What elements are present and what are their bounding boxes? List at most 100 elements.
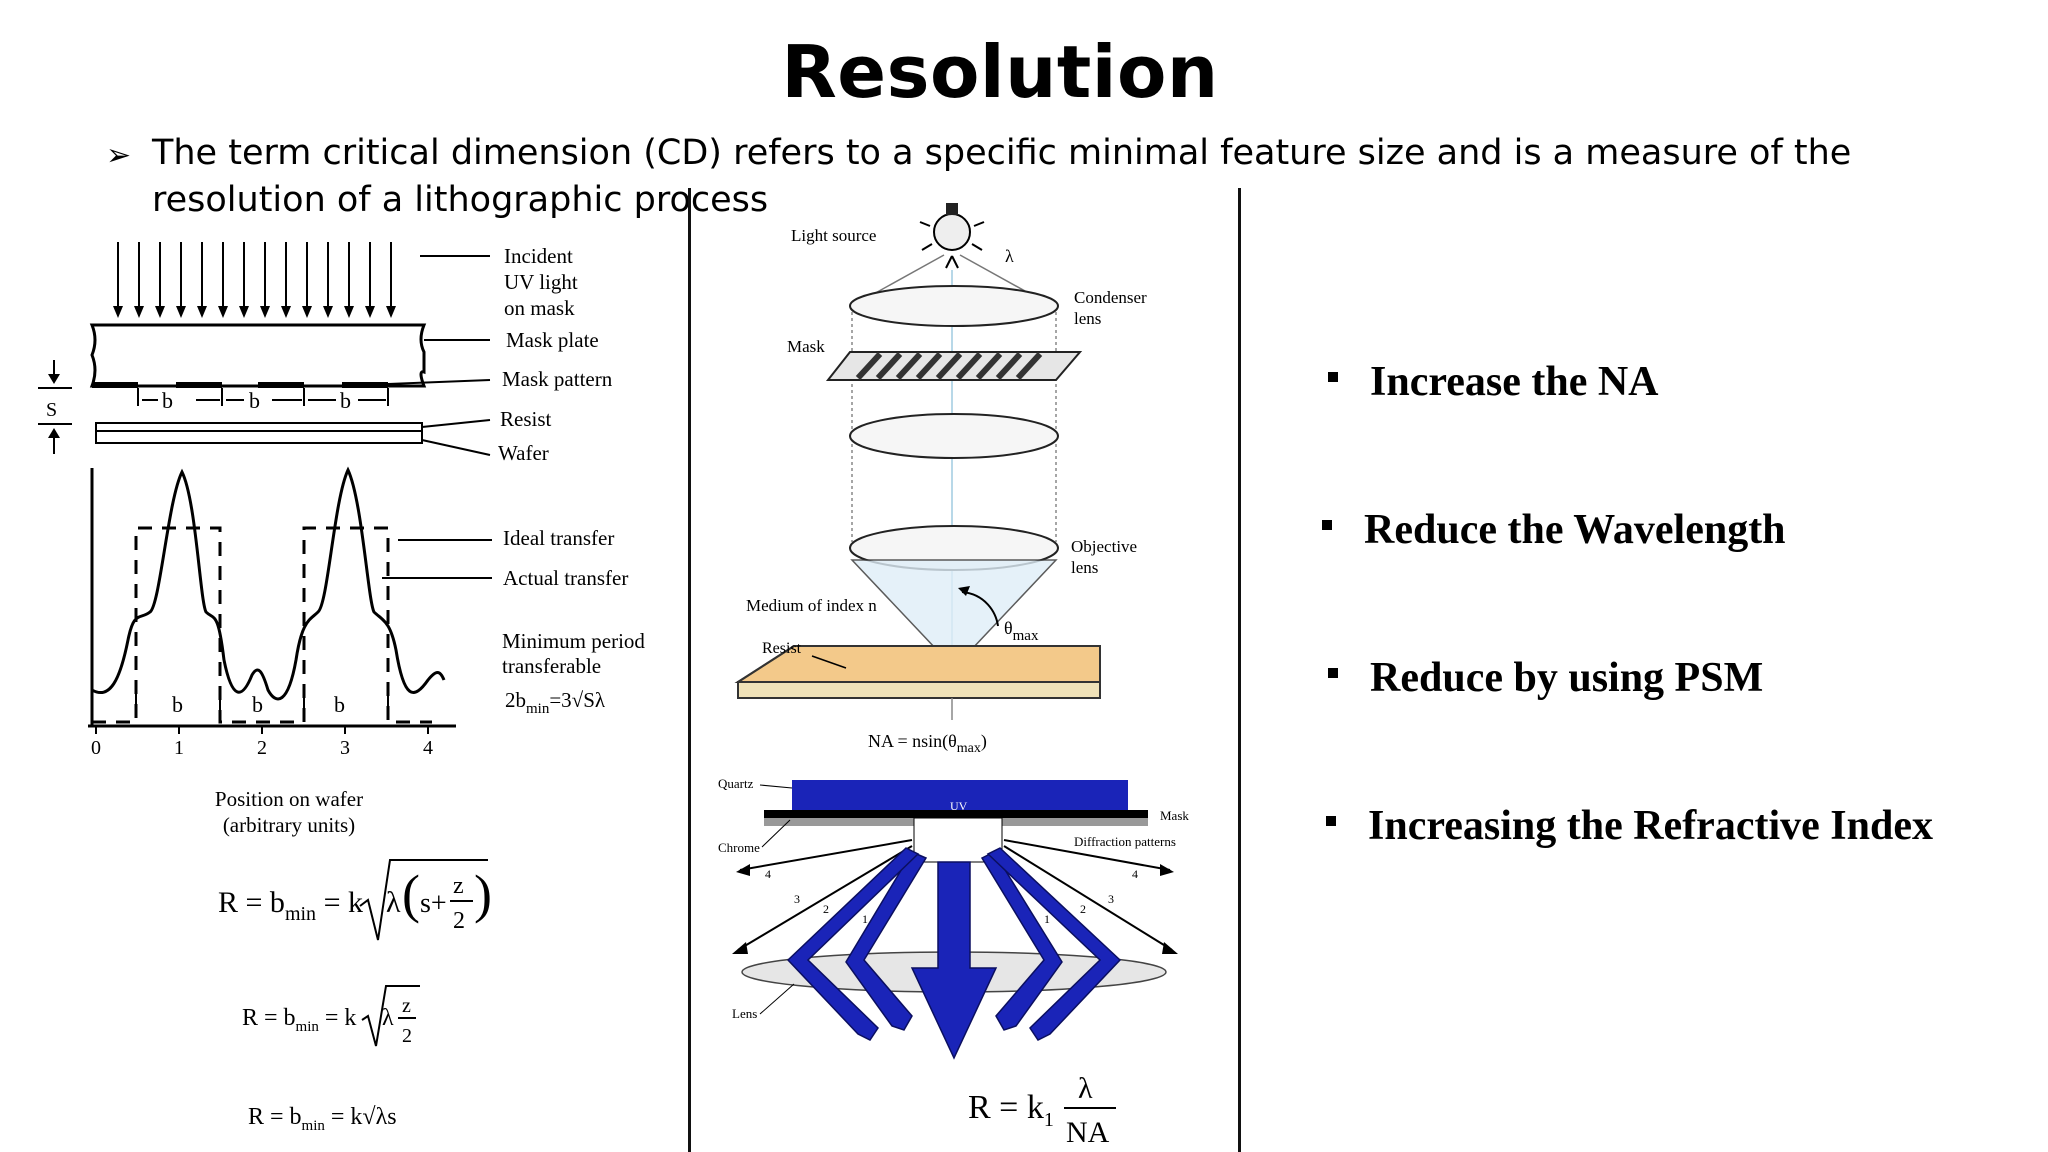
ideal-transfer-label: Ideal transfer	[503, 526, 614, 550]
diffraction-label: Diffraction patterns	[1074, 834, 1176, 849]
mask-label-psm: Mask	[1160, 808, 1189, 823]
condenser-lens	[849, 285, 1059, 327]
resist-slab	[737, 681, 1101, 699]
svg-text:λ: λ	[382, 1005, 394, 1031]
arrowhead	[134, 306, 144, 318]
arrowhead	[281, 306, 291, 318]
quartz-plate	[792, 780, 1128, 810]
b-label: b	[334, 692, 345, 717]
resolution-formula-1: R = bmin = k λ ( s+ z 2 )	[218, 859, 492, 941]
arrowhead	[386, 306, 396, 318]
svg-text:λ: λ	[386, 886, 401, 919]
divider-right	[1238, 188, 1241, 1152]
lens-label: Lens	[732, 1006, 757, 1021]
gap-indicator: S	[38, 360, 72, 454]
arrowhead	[344, 306, 354, 318]
svg-text:NA: NA	[1066, 1116, 1110, 1149]
uv-label: UV	[950, 799, 968, 813]
lambda-label: λ	[1005, 246, 1014, 266]
svg-text:4: 4	[1132, 867, 1138, 881]
incident-label: on mask	[504, 296, 575, 320]
b-label: b	[340, 388, 351, 413]
svg-text:R = bmin = k√λs: R = bmin = k√λs	[248, 1104, 397, 1134]
quartz-label: Quartz	[718, 776, 754, 791]
svg-text:): )	[474, 864, 492, 924]
x-tick-label: 0	[91, 737, 101, 759]
actual-transfer-curve	[91, 466, 446, 701]
b-spacing-bottom: b b b	[135, 692, 389, 717]
min-period-label: transferable	[502, 654, 601, 678]
svg-text:z: z	[453, 873, 464, 899]
svg-text:2: 2	[402, 1025, 412, 1047]
page-title: Resolution	[781, 30, 1219, 114]
svg-text:(: (	[402, 864, 420, 924]
svg-text:3: 3	[1108, 892, 1114, 906]
resist-label: Resist	[500, 407, 552, 431]
arrowhead	[155, 306, 165, 318]
chrome-layer	[764, 810, 1148, 818]
objective-label: Objective	[1071, 537, 1137, 556]
position-label: Position on wafer	[215, 787, 363, 811]
condenser-label: lens	[1074, 309, 1101, 328]
svg-text:1: 1	[862, 912, 868, 926]
b-spacing-top: b b b	[137, 388, 389, 413]
diffraction-order-labels: 4 3 2 1 1 2 3 4	[765, 867, 1138, 926]
arrowhead	[197, 306, 207, 318]
x-tick-label: 3	[340, 737, 350, 759]
divider-left	[688, 188, 691, 1152]
rayleigh-formula: R = k1 λ NA	[968, 1072, 1116, 1149]
min-period-formula: 2bmin=3√Sλ	[505, 688, 606, 717]
theta-max-label: θmax	[1004, 618, 1039, 644]
wafer-label: Wafer	[498, 441, 549, 465]
b-label: b	[162, 388, 173, 413]
svg-text:1: 1	[1044, 912, 1050, 926]
svg-text:4: 4	[765, 867, 771, 881]
gap-label: S	[46, 399, 57, 421]
light-bulb-icon	[919, 203, 985, 269]
arrowhead	[239, 306, 249, 318]
mask-pattern-label: Mask pattern	[502, 367, 613, 391]
x-tick-label: 2	[257, 737, 267, 759]
svg-text:2: 2	[453, 908, 465, 934]
mask-stripes	[855, 351, 1043, 381]
b-label: b	[249, 388, 260, 413]
bullet-reduce-wavelength: Reduce the Wavelength	[1364, 507, 1786, 553]
ideal-transfer-curve	[92, 526, 432, 724]
incident-label: Incident	[504, 244, 573, 268]
resolution-formula-2: R = bmin = k λ z 2	[242, 985, 420, 1047]
bullet-reduce-psm: Reduce by using PSM	[1370, 655, 1764, 701]
svg-text:R = bmin = k: R = bmin = k	[218, 886, 363, 925]
svg-text:R = k1: R = k1	[968, 1089, 1054, 1131]
light-source-label: Light source	[791, 226, 876, 245]
intro-text: The term critical dimension (CD) refers …	[152, 133, 1852, 220]
square-bullet-icon	[1322, 520, 1332, 530]
resist-label-mid: Resist	[762, 640, 802, 657]
square-bullet-icon	[1328, 372, 1338, 382]
medium-label: Medium of index n	[746, 596, 877, 615]
arrowhead	[113, 306, 123, 318]
svg-text:λ: λ	[1078, 1072, 1093, 1105]
mask-plate-shape	[89, 323, 427, 388]
condenser-label: Condenser	[1074, 288, 1147, 307]
na-formula: NA = nsin(θmax)	[868, 731, 987, 756]
arrowhead	[218, 306, 228, 318]
position-label: (arbitrary units)	[223, 813, 355, 837]
arrowhead	[176, 306, 186, 318]
objective-label: lens	[1071, 558, 1098, 577]
svg-text:3: 3	[794, 892, 800, 906]
svg-text:s+: s+	[420, 888, 447, 919]
svg-text:R = bmin = k: R = bmin = k	[242, 1005, 356, 1035]
square-bullet-icon	[1326, 816, 1336, 826]
svg-text:2: 2	[1080, 902, 1086, 916]
b-label: b	[252, 692, 263, 717]
svg-text:z: z	[402, 995, 411, 1017]
mask-label: Mask	[787, 337, 825, 356]
arrow-bullet-icon: ➢	[106, 138, 132, 173]
square-bullet-icon	[1328, 668, 1338, 678]
svg-text:2: 2	[823, 902, 829, 916]
bullet-refractive-index: Increasing the Refractive Index	[1368, 803, 1933, 849]
min-period-label: Minimum period	[502, 629, 645, 653]
